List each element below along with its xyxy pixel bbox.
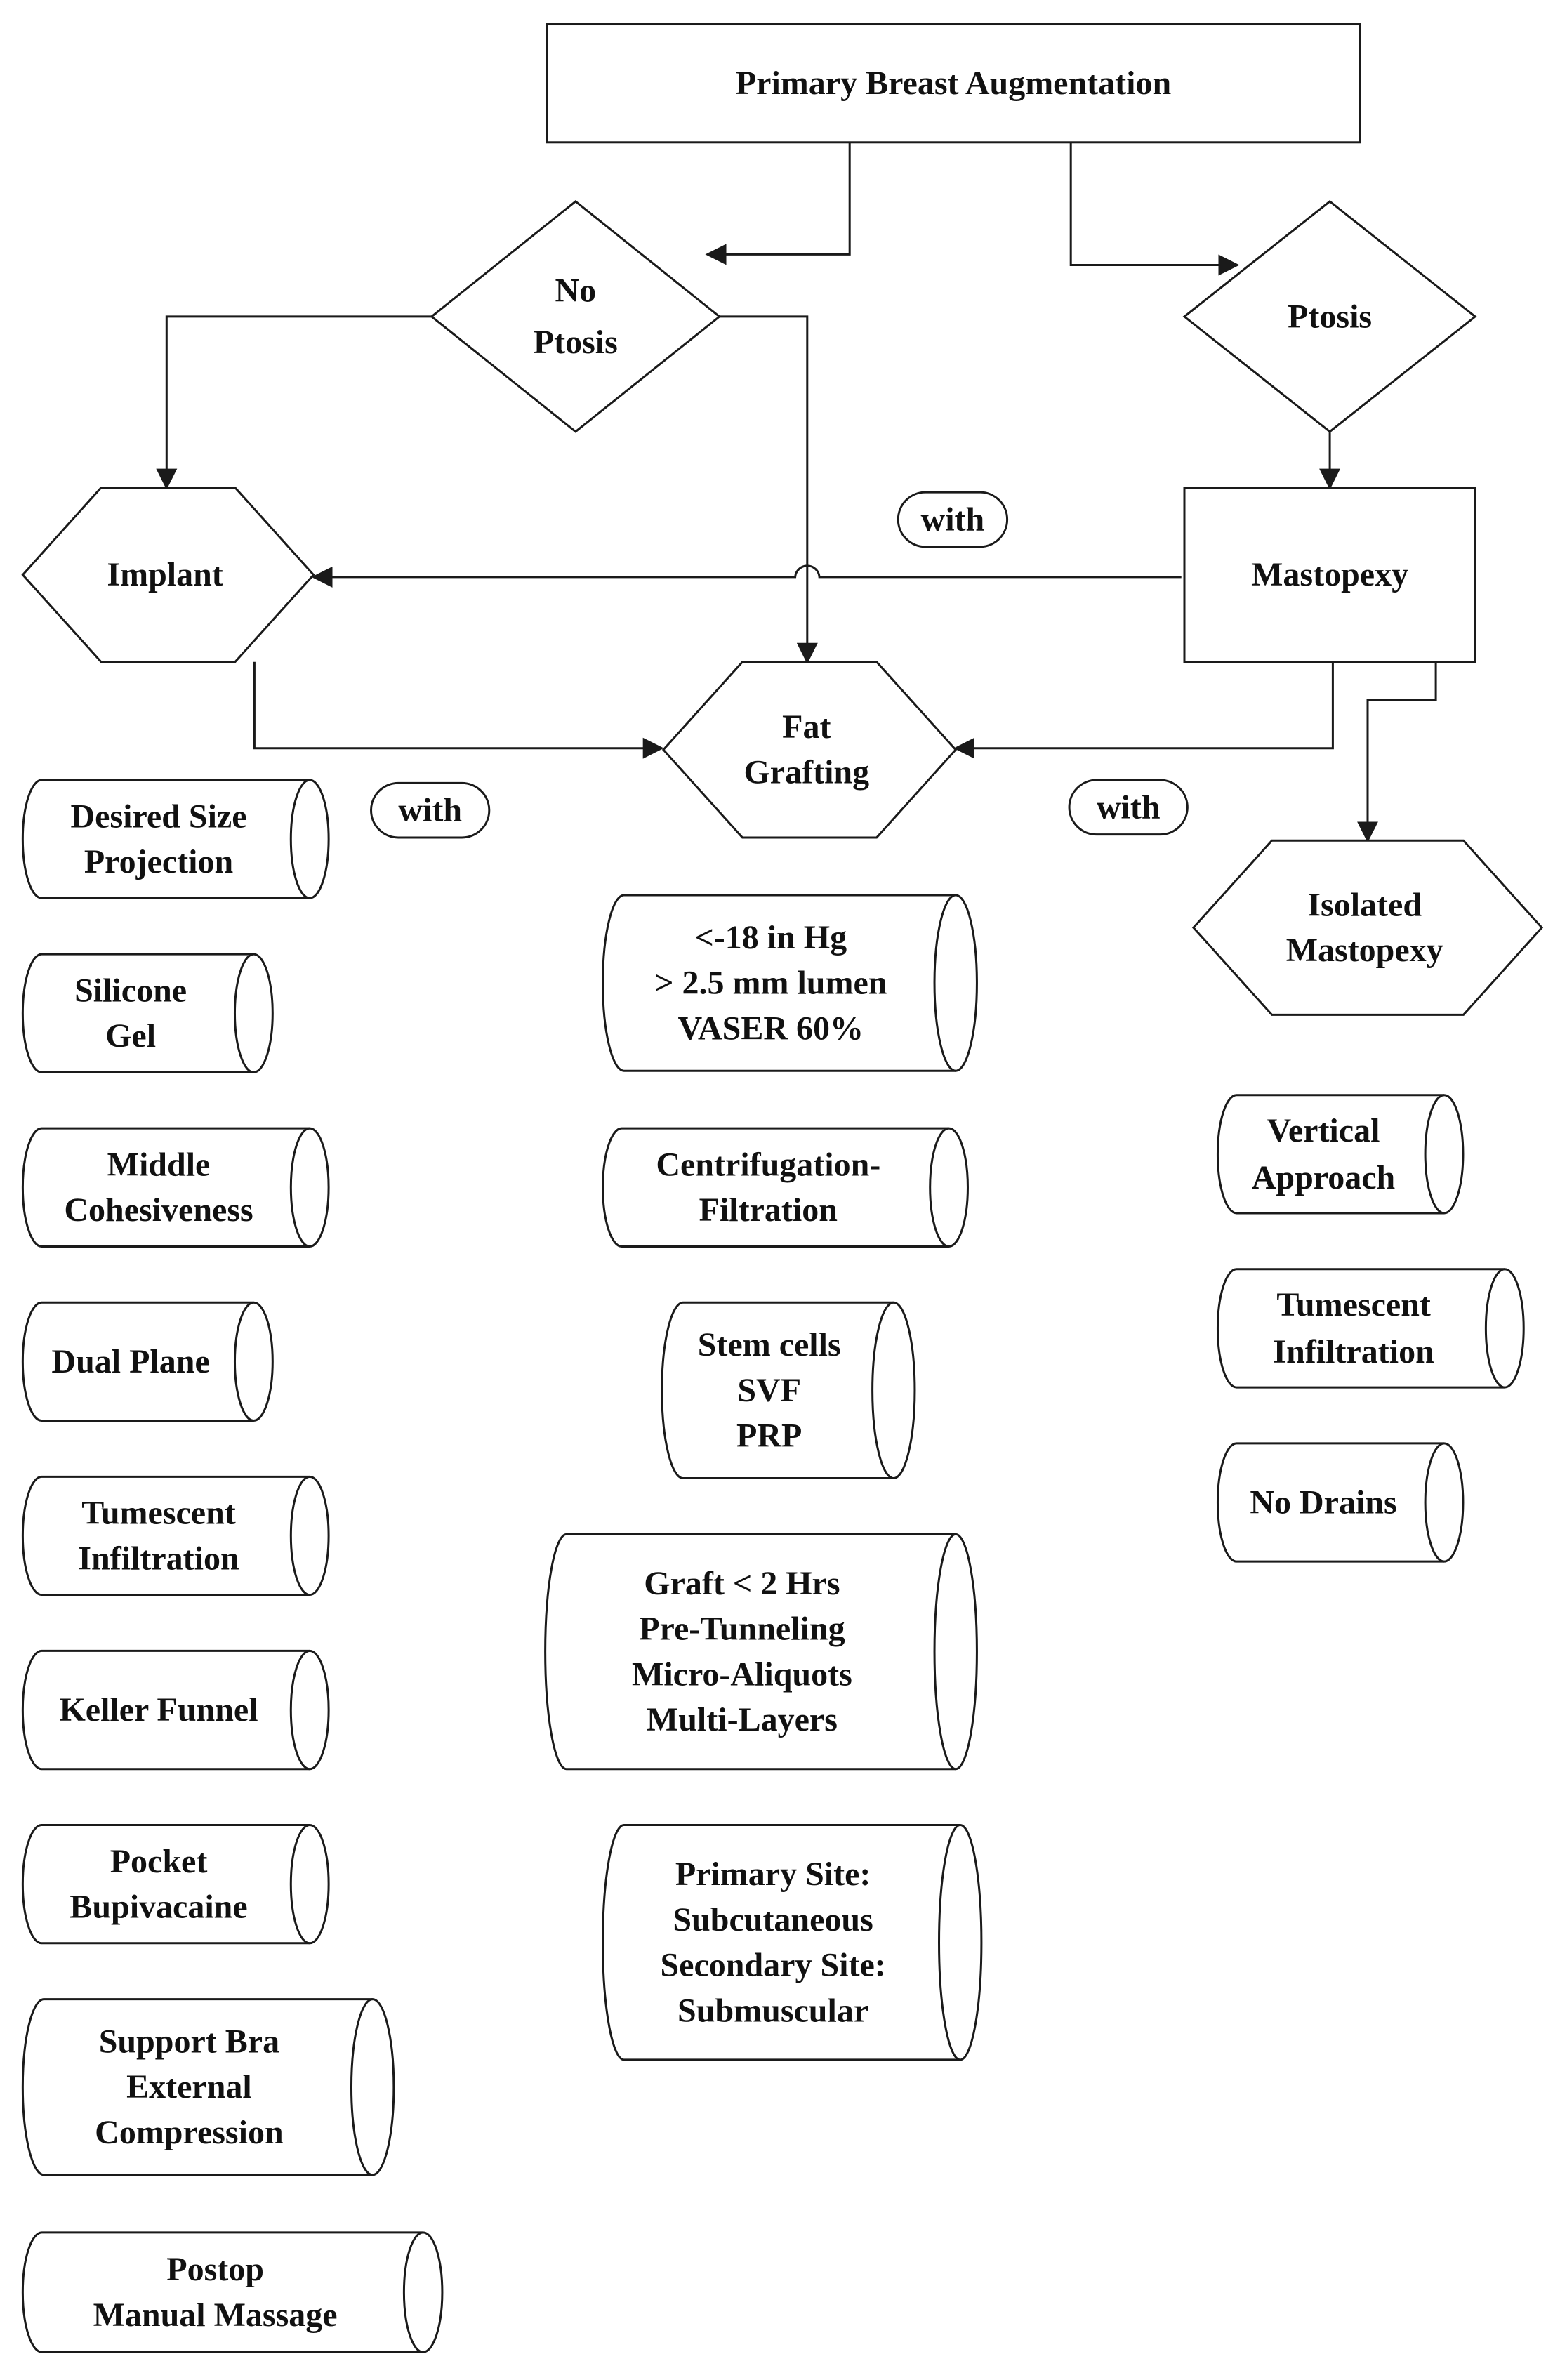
implant-step-1-line-2: Projection (84, 843, 233, 880)
fat-step-5-line-3: Secondary Site: (660, 1947, 885, 1984)
decision-ptosis: Ptosis (1182, 199, 1477, 433)
implant-step-6: Keller Funnel (22, 1649, 330, 1771)
root-node: Primary Breast Augmentation (546, 23, 1361, 144)
connector-lines (156, 142, 1437, 843)
fat-step-1-line-1: <-18 in Hg (694, 919, 847, 956)
fat-step-5-line-4: Submuscular (677, 1992, 868, 2029)
fat-step-2-line-1: Centrifugation- (656, 1146, 880, 1183)
implant-step-5-line-1: Tumescent (81, 1495, 236, 1532)
implant-step-8-line-3: Compression (95, 2114, 283, 2151)
implant-step-4-line-1: Dual Plane (51, 1343, 209, 1380)
fat-step-1-line-3: VASER 60% (678, 1010, 864, 1047)
mastopexy-step-3-line-1: No Drains (1250, 1484, 1396, 1521)
arrow-no-ptosis-to-implant (156, 315, 435, 490)
mastopexy-step-1-line-2: Approach (1252, 1159, 1396, 1196)
fat-step-3-line-3: PRP (736, 1417, 802, 1455)
implant-step-9-line-1: Postop (166, 2251, 264, 2288)
with-label-top: with (897, 491, 1009, 548)
root-node-line-1: Primary Breast Augmentation (736, 65, 1171, 102)
mastopexy-step-3: No Drains (1216, 1442, 1465, 1563)
mastopexy-step-2-line-2: Infiltration (1273, 1333, 1434, 1370)
mastopexy-node-line-1: Mastopexy (1251, 556, 1408, 593)
implant-step-3-line-2: Cohesiveness (64, 1191, 253, 1229)
implant-step-8-line-2: External (126, 2068, 252, 2105)
implant-step-7-line-1: Pocket (110, 1843, 208, 1880)
fat-step-5-line-2: Subcutaneous (673, 1901, 873, 1938)
with-label-top-line-1: with (921, 501, 985, 538)
implant-step-4: Dual Plane (21, 1301, 274, 1422)
mastopexy-step-1-line-1: Vertical (1267, 1112, 1380, 1149)
with-label-right-line-1: with (1097, 788, 1161, 826)
implant-step-8-line-1: Support Bra (99, 2023, 279, 2061)
isolated-mastopexy-node-line-2: Mastopexy (1286, 932, 1443, 969)
arrow-mastopexy-to-isolated (1357, 661, 1437, 843)
fat-step-3-line-2: SVF (737, 1372, 801, 1409)
implant-step-6-line-1: Keller Funnel (59, 1691, 258, 1728)
implant-step-3-line-1: Middle (107, 1146, 211, 1183)
arrow-mastopexy-to-implant (311, 564, 1182, 588)
fat-step-4: Graft < 2 HrsPre-TunnelingMicro-Aliquots… (544, 1533, 978, 1771)
fat-step-5-line-1: Primary Site: (675, 1856, 871, 1893)
decision-ptosis-line-1: Ptosis (1288, 298, 1372, 335)
with-label-left-line-1: with (398, 792, 462, 829)
fat-grafting-node-line-1: Fat (782, 708, 831, 746)
fat-grafting-node-line-2: Grafting (743, 754, 869, 791)
fat-step-4-line-3: Micro-Aliquots (632, 1655, 852, 1693)
implant-node-line-1: Implant (107, 556, 223, 593)
implant-node: Implant (21, 487, 315, 663)
arrow-root-to-ptosis (1069, 142, 1240, 276)
implant-step-2-line-2: Gel (105, 1017, 156, 1055)
decision-no-ptosis-line-1: No (555, 272, 596, 310)
implant-step-2-line-1: Silicone (74, 972, 187, 1009)
implant-step-5-line-2: Infiltration (78, 1540, 239, 1577)
mastopexy-step-2-line-1: Tumescent (1276, 1286, 1431, 1323)
mastopexy-node: Mastopexy (1183, 487, 1476, 663)
with-label-right: with (1068, 779, 1189, 836)
arrow-no-ptosis-to-fat-grafting (718, 315, 818, 664)
fat-step-4-line-4: Multi-Layers (647, 1701, 838, 1738)
flowchart-shapes: Primary Breast AugmentationNoPtosisPtosi… (21, 23, 1544, 2353)
fat-step-3-line-1: Stem cells (698, 1326, 841, 1363)
isolated-mastopexy-node-line-1: Isolated (1307, 887, 1422, 924)
implant-step-1-line-1: Desired Size (70, 798, 246, 835)
fat-step-1-line-2: > 2.5 mm lumen (654, 965, 887, 1002)
fat-step-4-line-2: Pre-Tunneling (639, 1611, 845, 1648)
with-label-left: with (370, 781, 491, 839)
arrow-root-to-no-ptosis (705, 142, 851, 265)
implant-step-9-line-2: Manual Massage (93, 2296, 338, 2334)
fat-step-2-line-2: Filtration (699, 1191, 838, 1229)
decision-no-ptosis-line-2: Ptosis (534, 324, 618, 361)
fat-step-2: Centrifugation- Filtration (602, 1127, 969, 1248)
arrow-implant-to-fat-grafting (253, 661, 664, 759)
fat-step-4-line-1: Graft < 2 Hrs (644, 1565, 840, 1602)
arrow-mastopexy-to-fat-grafting (953, 661, 1334, 759)
implant-step-7-line-2: Bupivacaine (70, 1889, 247, 1926)
